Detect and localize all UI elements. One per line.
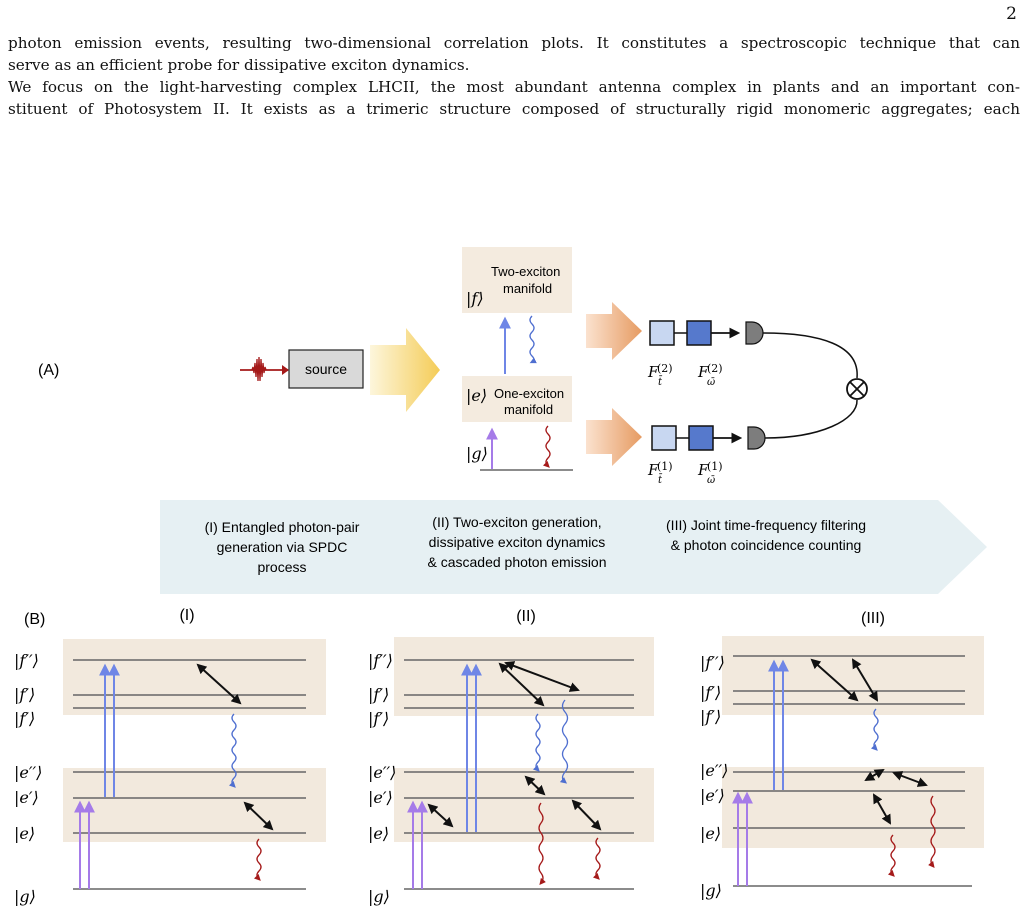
svg-text:|g⟩: |g⟩ <box>700 881 722 900</box>
one-exciton-sub: manifold <box>504 402 553 417</box>
svg-text:|g⟩: |g⟩ <box>368 887 390 906</box>
panel-b: (B) (I) |f′′⟩ |f′⟩ |f′⟩ |e′′⟩ |e′⟩ |e <box>14 607 984 906</box>
step-2-line-2: dissipative exciton dynamics <box>429 534 606 550</box>
state-e: |e⟩ <box>466 386 487 405</box>
svg-text:F: F <box>647 461 659 479</box>
subpanel-2-title: (II) <box>516 608 536 625</box>
emission-wave-icon <box>529 315 537 364</box>
frequency-filter-2 <box>686 320 712 346</box>
paragraph-1-line-2: serve as an efficient probe for dissipat… <box>8 56 470 74</box>
svg-text:|e′′⟩: |e′′⟩ <box>700 761 728 780</box>
svg-text:(1): (1) <box>657 460 673 473</box>
svg-text:|e′′⟩: |e′′⟩ <box>368 763 396 782</box>
panel-a-label: (A) <box>38 362 59 379</box>
paragraph-2-line-1: We focus on the light-harvesting complex… <box>8 78 1020 96</box>
source-box <box>288 349 364 389</box>
step-3-line-2: & photon coincidence counting <box>671 537 862 553</box>
step-1-line-2: generation via SPDC <box>217 539 348 555</box>
f-manifold <box>63 639 326 715</box>
frequency-filter-1 <box>688 425 714 451</box>
level-labels: |f′′⟩ |f′⟩ |f′⟩ |e′′⟩ |e′⟩ |e⟩ |g⟩ <box>14 651 42 906</box>
svg-text:t̄: t̄ <box>658 376 663 388</box>
two-exciton-title: Two-exciton <box>491 264 560 279</box>
svg-text:F: F <box>697 363 709 381</box>
detector-icon <box>745 321 764 345</box>
svg-text:|e′′⟩: |e′′⟩ <box>14 763 42 782</box>
panel-a: (A) source Two-exciton manifold |f⟩ |e⟩ … <box>38 247 987 594</box>
process-banner <box>160 500 987 594</box>
one-exciton-box <box>462 376 572 422</box>
e-manifold <box>722 767 984 848</box>
svg-text:|f′′⟩: |f′′⟩ <box>368 651 393 670</box>
process-steps: (I) Entangled photon-pair generation via… <box>205 514 866 575</box>
source-label: source <box>305 361 347 377</box>
svg-text:(2): (2) <box>707 362 723 375</box>
emission-wave-icon <box>542 425 551 468</box>
svg-text:|e⟩: |e⟩ <box>368 824 389 843</box>
step-1-line-3: process <box>257 559 306 575</box>
step-3-line-1: (III) Joint time-frequency filtering <box>666 517 866 533</box>
svg-text:|f′⟩: |f′⟩ <box>14 685 35 704</box>
svg-text:|e′⟩: |e′⟩ <box>700 786 725 805</box>
paragraph-1-line-1: photon emission events, resulting two-di… <box>8 34 1020 52</box>
svg-text:|f′⟩: |f′⟩ <box>14 709 35 728</box>
svg-text:|f′⟩: |f′⟩ <box>368 709 389 728</box>
step-2-line-3: & cascaded photon emission <box>428 554 607 570</box>
subpanel-1-title: (I) <box>179 607 194 624</box>
f-manifold <box>722 636 984 715</box>
state-g: |g⟩ <box>466 444 488 463</box>
subpanel-1: (I) |f′′⟩ |f′⟩ |f′⟩ |e′′⟩ |e′⟩ |e⟩ |g⟩ <box>14 607 326 906</box>
svg-text:|f′′⟩: |f′′⟩ <box>14 651 39 670</box>
state-f: |f⟩ <box>466 289 484 308</box>
orange-arrow-icon <box>586 408 642 466</box>
two-exciton-box <box>462 247 572 313</box>
subpanel-3-title: (III) <box>861 610 885 627</box>
one-exciton-title: One-exciton <box>494 386 564 401</box>
two-exciton-sub: manifold <box>503 281 552 296</box>
subpanel-2: (II) |f′′⟩ |f′⟩ |f′⟩ |e′′⟩ |e′⟩ |e⟩ |g⟩ <box>368 608 654 906</box>
step-2-line-1: (II) Two-exciton generation, <box>432 514 601 530</box>
svg-text:|f′⟩: |f′⟩ <box>368 685 389 704</box>
step-1-line-1: (I) Entangled photon-pair <box>205 519 360 535</box>
e-manifold <box>394 768 654 842</box>
big-arrow-icon <box>370 328 440 412</box>
panel-b-label: (B) <box>24 611 45 628</box>
svg-text:ω̄: ω̄ <box>707 475 715 486</box>
detector-icon <box>747 426 766 450</box>
svg-text:|f′⟩: |f′⟩ <box>700 707 721 726</box>
paragraph-2: We focus on the light-harvesting complex… <box>8 76 1020 120</box>
level-labels: |f′′⟩ |f′⟩ |f′⟩ |e′′⟩ |e′⟩ |e⟩ |g⟩ <box>368 651 396 906</box>
svg-text:|e⟩: |e⟩ <box>14 824 35 843</box>
orange-arrow-icon <box>586 302 642 360</box>
time-filter-1 <box>651 425 677 451</box>
paragraph-1: photon emission events, resulting two-di… <box>8 32 1020 76</box>
svg-text:ω̄: ω̄ <box>707 377 715 388</box>
svg-text:|f′⟩: |f′⟩ <box>700 683 721 702</box>
time-filter-2 <box>649 320 675 346</box>
svg-text:|e⟩: |e⟩ <box>700 824 721 843</box>
e-manifold <box>63 768 326 842</box>
svg-text:|e′⟩: |e′⟩ <box>14 788 39 807</box>
svg-text:|f′′⟩: |f′′⟩ <box>700 653 725 672</box>
svg-text:|e′⟩: |e′⟩ <box>368 788 393 807</box>
svg-text:(2): (2) <box>657 362 673 375</box>
svg-text:t̄: t̄ <box>658 474 663 486</box>
svg-text:F: F <box>697 461 709 479</box>
filter-labels: F (2) t̄ F (2) ω̄ F (1) t̄ F (1) ω̄ <box>647 362 723 486</box>
paragraph-2-line-2: stituent of Photosystem II. It exists as… <box>8 100 1020 118</box>
laser-pulse-icon <box>240 356 289 382</box>
level-labels: |f′′⟩ |f′⟩ |f′⟩ |e′′⟩ |e′⟩ |e⟩ |g⟩ <box>700 653 728 900</box>
svg-text:F: F <box>647 363 659 381</box>
f-manifold <box>394 637 654 716</box>
subpanel-3: (III) |f′′⟩ |f′⟩ |f′⟩ |e′′⟩ |e′⟩ |e⟩ |g⟩ <box>700 610 984 900</box>
svg-text:|g⟩: |g⟩ <box>14 887 36 906</box>
svg-text:(1): (1) <box>707 460 723 473</box>
page-number: 2 <box>1006 4 1017 24</box>
